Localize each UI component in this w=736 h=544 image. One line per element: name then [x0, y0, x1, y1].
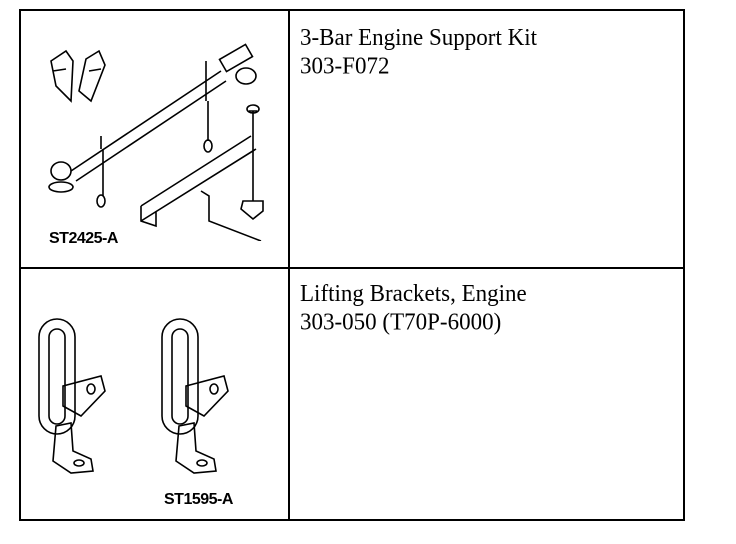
row-divider — [21, 267, 683, 269]
lifting-brackets-illustration — [38, 318, 229, 474]
figure-code: ST1595-A — [164, 491, 233, 508]
tool-part-number: 303-F072 — [300, 52, 390, 79]
tool-part-number: 303-050 (T70P-6000) — [300, 308, 502, 335]
figure-code: ST2425-A — [49, 230, 118, 247]
tool-description: Lifting Brackets, Engine 303-050 (T70P-6… — [300, 279, 527, 336]
tool-table: ST2425-A 3-Bar Engine Support Kit 303-F0… — [19, 9, 685, 521]
tool-title: 3-Bar Engine Support Kit — [300, 24, 537, 51]
column-divider — [288, 11, 290, 519]
tool-description: 3-Bar Engine Support Kit 303-F072 — [300, 23, 537, 80]
tool-title: Lifting Brackets, Engine — [300, 280, 527, 307]
engine-support-kit-illustration — [48, 43, 264, 241]
